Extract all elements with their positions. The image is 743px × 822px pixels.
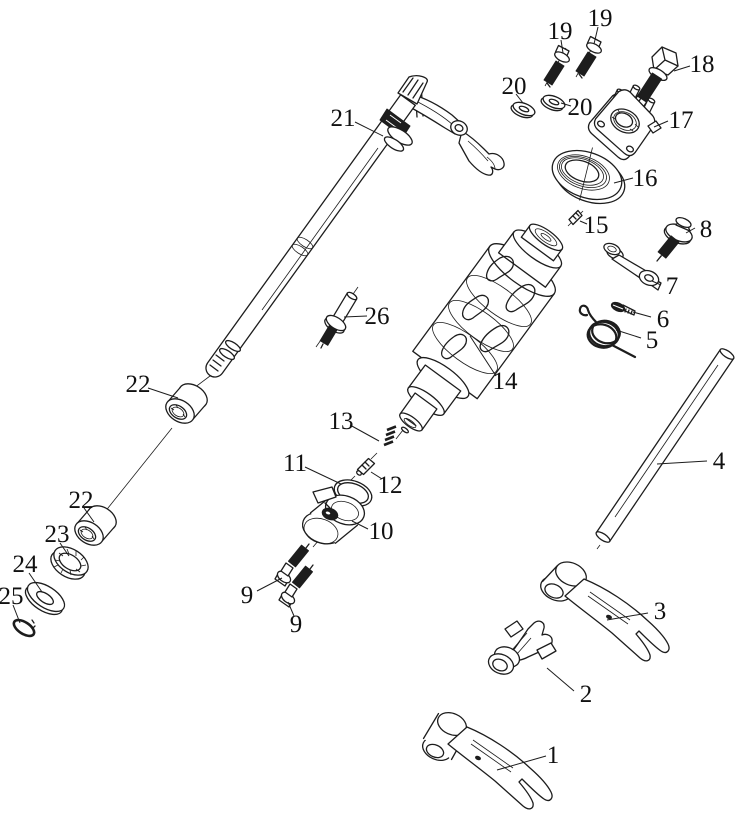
part-label-2: 2 [580,681,593,708]
part-22-collar-a [165,383,208,424]
part-label-25: 25 [0,583,24,610]
part-label-15: 15 [584,212,609,239]
part-3-shift-fork [540,561,670,662]
part-label-17: 17 [669,107,694,134]
part-23-splined-washer [50,546,89,580]
part-label-12: 12 [378,472,403,499]
part-label-5: 5 [646,327,659,354]
part-label-26: 26 [365,303,390,330]
part-10-cam-plate [301,486,366,545]
part-label-14: 14 [493,368,519,395]
part-label-7: 7 [666,273,679,300]
part-1-shift-fork [421,711,553,810]
part-15-dowel-pin [568,209,583,226]
part-19-bolt-b [575,35,602,79]
part-5-torsion-spring [578,304,637,359]
part-9-bolt-b [278,564,314,608]
part-8-flange-screw [656,216,693,262]
part-16-seal-ring [551,147,626,205]
part-24-washer [24,581,66,616]
part-4-shift-fork-shaft [595,348,735,550]
part-label-23: 23 [45,521,70,548]
part-label-19a: 19 [548,18,573,45]
part-label-18: 18 [690,51,715,78]
part-label-22b: 22 [69,487,94,514]
part-label-10: 10 [369,518,394,545]
part-label-1: 1 [547,742,560,769]
part-label-9b: 9 [290,611,303,638]
part-label-9a: 9 [241,582,254,609]
part-12-pin [356,457,376,476]
part-21-shift-spindle [205,75,505,378]
part-label-24: 24 [13,551,39,578]
part-label-19b: 19 [588,5,613,32]
part-14-shift-drum [399,223,564,434]
part-2-shift-guide [487,620,557,675]
part-22-collar-b [74,505,117,546]
part-20-washer-b [540,94,566,112]
part-label-20b: 20 [568,94,593,121]
part-label-16: 16 [633,165,658,192]
part-20-washer-a [510,101,536,119]
part-26-bolt [319,291,358,349]
part-label-13: 13 [329,408,354,435]
part-label-11: 11 [283,450,307,477]
part-label-3: 3 [654,598,667,625]
part-6-adjust-screw [610,301,636,316]
part-18-bolt [632,46,679,110]
leader-lines [12,26,708,771]
part-label-6: 6 [657,306,670,333]
part-label-20a: 20 [502,73,527,100]
part-labels: 1 2 3 4 5 6 7 8 9 9 10 11 12 13 14 15 16… [0,5,726,769]
part-label-8: 8 [700,216,713,243]
part-25-circlip [12,618,39,638]
part-label-4: 4 [713,448,726,475]
part-9-bolt-a [274,543,310,587]
part-17-bearing-retainer [587,84,662,161]
part-19-bolt-a [543,44,570,88]
part-7-lever-link [603,242,662,291]
part-label-21: 21 [331,105,356,132]
part-13-spring [383,425,397,447]
part-label-22a: 22 [126,371,151,398]
